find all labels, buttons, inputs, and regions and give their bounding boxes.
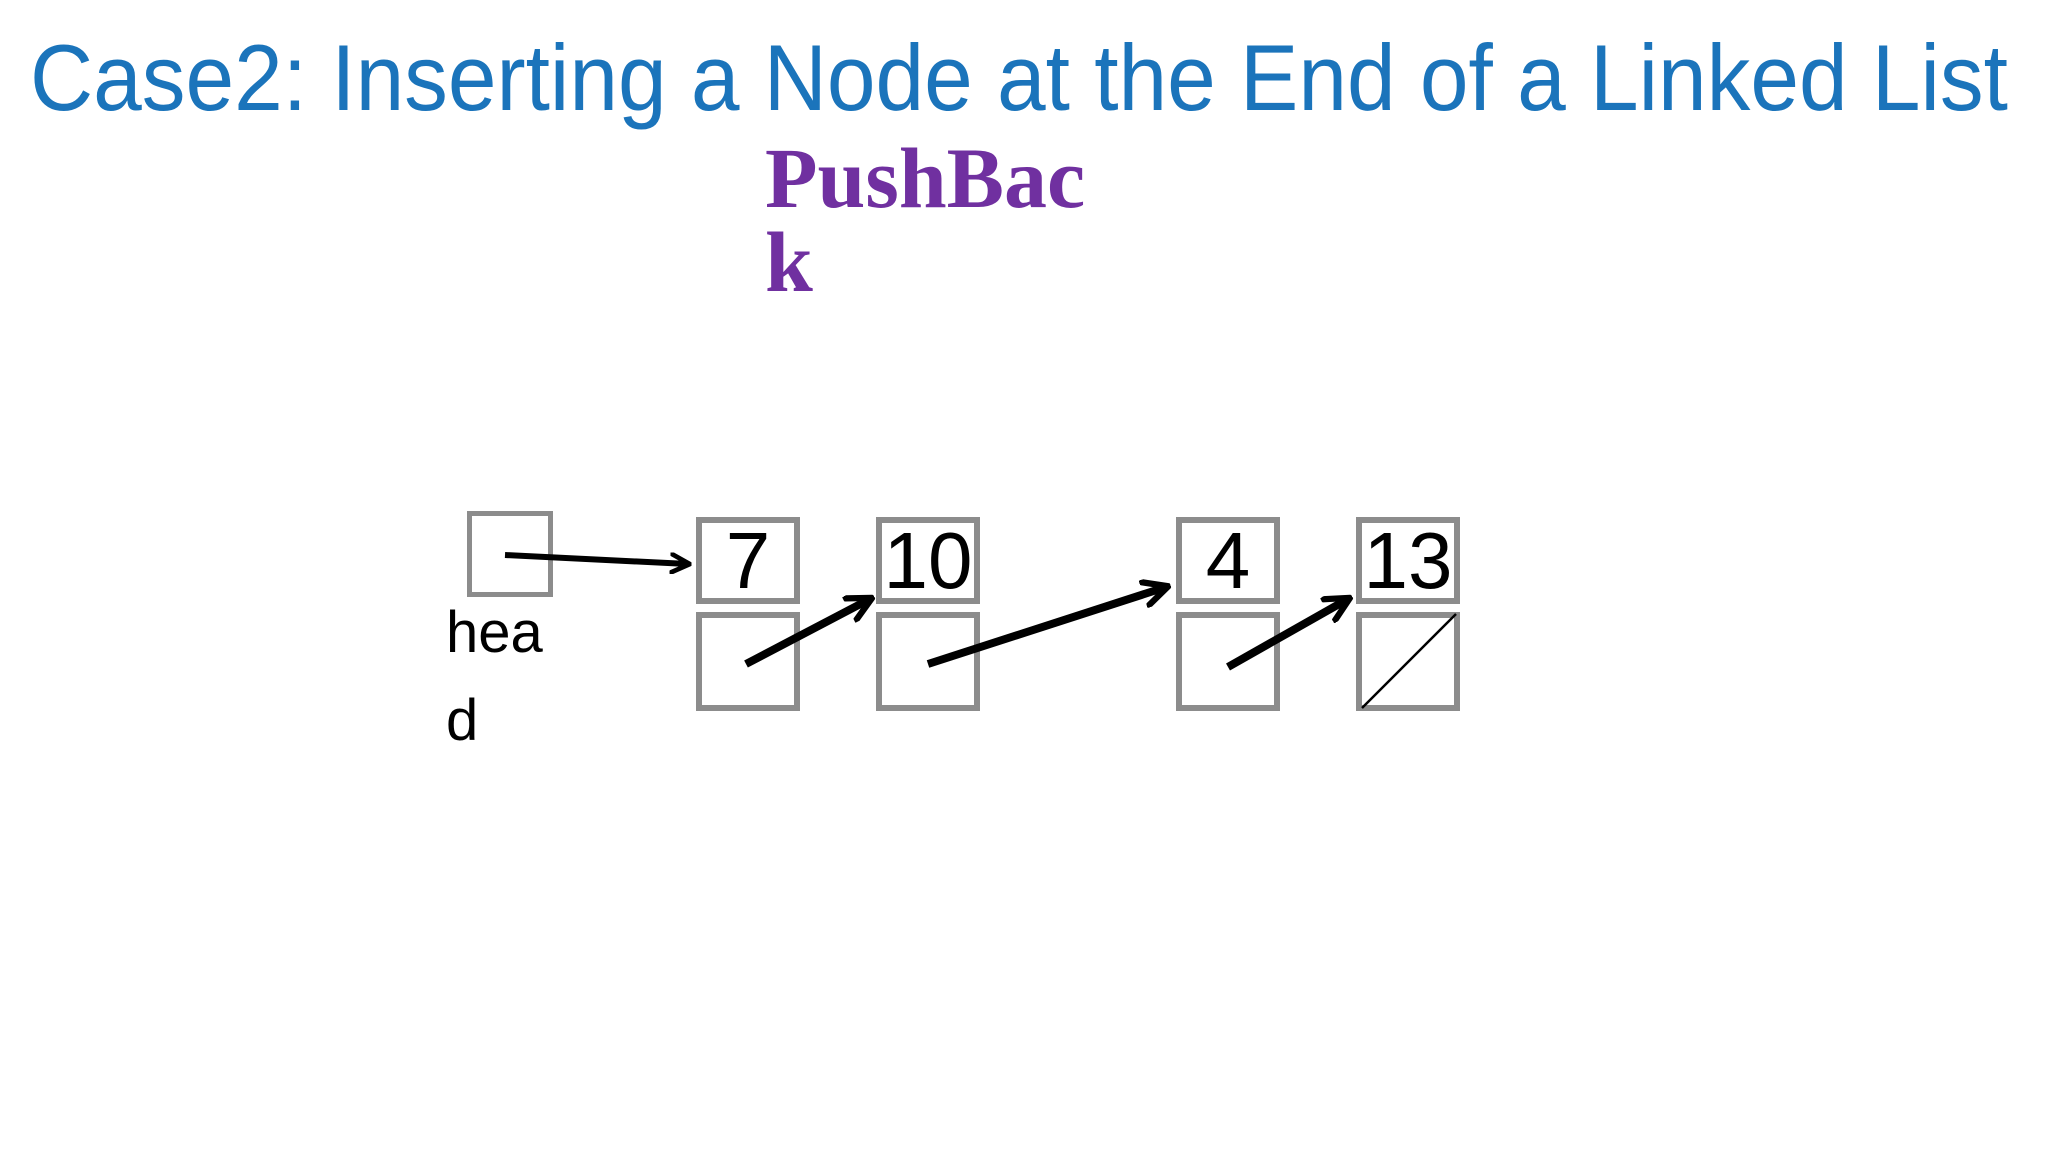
- subtitle-line-2: k: [765, 214, 813, 310]
- node-3-data-box: 4: [1176, 517, 1280, 604]
- node-1-data-box: 7: [696, 517, 800, 604]
- node-1-value: 7: [725, 515, 771, 605]
- slide-title: Case2: Inserting a Node at the End of a …: [30, 25, 2008, 130]
- node-2-value: 10: [883, 515, 973, 605]
- head-label: hea d: [446, 589, 543, 765]
- node-3-value: 4: [1205, 515, 1251, 605]
- node-2-pointer-box: [876, 612, 980, 711]
- node-3: 4: [1176, 517, 1280, 711]
- node-1: 7: [696, 517, 800, 711]
- node-4-data-box: 13: [1356, 517, 1460, 604]
- node-1-pointer-box: [696, 612, 800, 711]
- node-4-value: 13: [1363, 515, 1453, 605]
- subtitle-line-1: PushBac: [765, 130, 1086, 226]
- node-3-pointer-box: [1176, 612, 1280, 711]
- node-2-data-box: 10: [876, 517, 980, 604]
- head-pointer-box: [467, 511, 553, 597]
- subtitle-pushback: PushBac k: [765, 130, 1086, 310]
- head-label-line-2: d: [446, 688, 479, 753]
- head-label-line-1: hea: [446, 600, 543, 665]
- node-4: 13: [1356, 517, 1460, 711]
- node-2: 10: [876, 517, 980, 711]
- node-4-pointer-box: [1356, 612, 1460, 711]
